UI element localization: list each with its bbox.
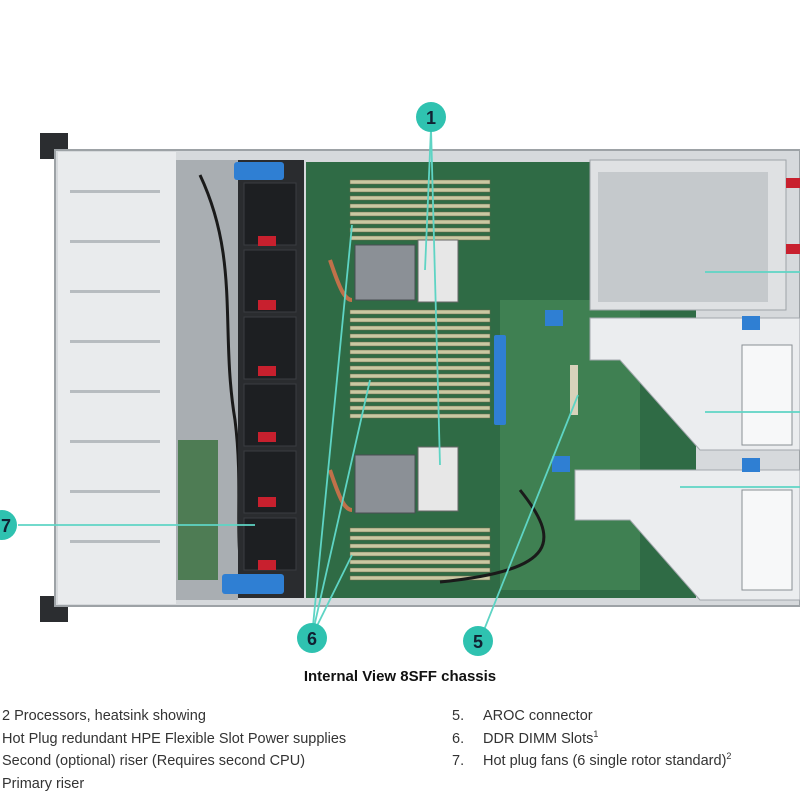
psu-latch-1 xyxy=(786,178,800,188)
legend-item-text: Second (optional) riser (Requires second… xyxy=(2,753,306,769)
callout-1: 1 xyxy=(416,102,446,132)
leader-line-1a xyxy=(424,127,432,271)
legend-item: 5. AROC connector xyxy=(452,705,731,728)
legend-item-text: Primary riser xyxy=(2,775,85,792)
legend-item: Primary riser xyxy=(2,773,346,796)
fan-latch xyxy=(258,432,276,442)
legend-item-number: 7. xyxy=(452,753,465,769)
figure-caption: Internal View 8SFF chassis xyxy=(303,668,497,685)
fan-latch xyxy=(258,560,276,570)
legend-item: Hot Plug redundant HPE Flexible Slot Pow… xyxy=(2,728,346,751)
dimm-slots-lower xyxy=(349,527,491,581)
legend-item-footnote: 2 xyxy=(726,751,732,762)
processor-heatsink-1 xyxy=(328,239,459,303)
fan-cage-handle-top xyxy=(234,162,284,180)
secondary-riser-handle xyxy=(545,310,563,326)
callout-6-label: 6 xyxy=(307,629,317,649)
server-internal-view-diagram: 1 5 6 7 xyxy=(0,102,800,656)
callout-5: 5 xyxy=(463,626,493,656)
fan-latch xyxy=(258,497,276,507)
legend-item-text: DDR DIMM Slots xyxy=(483,730,594,747)
drive-cage xyxy=(58,152,176,604)
legend-item-text: 2 Processors, heatsink showing xyxy=(2,708,206,724)
legend-right: 5. AROC connector 6. DDR DIMM Slots1 7. Hot… xyxy=(452,705,731,773)
legend-item: 7. Hot plug fans (6 single rotor standard… xyxy=(452,750,731,773)
dimm-slots-middle xyxy=(349,309,491,419)
fan-latch xyxy=(258,300,276,310)
power-supply-cage xyxy=(598,172,768,302)
aroc-connector xyxy=(570,365,578,415)
secondary-riser-handle-right xyxy=(742,316,760,330)
backplane-board xyxy=(178,440,218,580)
callout-5-label: 5 xyxy=(473,632,483,652)
legend-item-number: 6. xyxy=(452,730,465,747)
legend-left: 2 Processors, heatsink showing Hot Plug … xyxy=(2,705,346,795)
callout-1-label: 1 xyxy=(426,108,436,128)
legend-item: 2 Processors, heatsink showing xyxy=(2,705,346,728)
leader-line-5 xyxy=(479,394,579,641)
leader-line-6a xyxy=(311,224,353,637)
fan-module xyxy=(243,182,297,246)
fan-latch xyxy=(258,366,276,376)
legend-item-footnote: 1 xyxy=(593,728,599,739)
primary-riser-handle xyxy=(552,456,570,472)
legend-item-text: Hot plug fans (6 single rotor standard) xyxy=(483,753,727,769)
callout-6: 6 xyxy=(297,623,327,653)
legend-item: Second (optional) riser (Requires second… xyxy=(2,750,346,773)
primary-riser-slot-cover xyxy=(741,489,793,591)
fan-latch xyxy=(258,236,276,246)
drive-cage-perforation xyxy=(70,190,160,543)
leader-line-1b xyxy=(430,127,441,466)
fan-cage-handle-bottom xyxy=(222,574,284,594)
secondary-riser-slot-cover xyxy=(741,344,793,446)
dimm-slots-upper xyxy=(349,179,491,241)
leader-line-6b xyxy=(311,379,371,637)
psu-latch-2 xyxy=(786,244,800,254)
fan-modules xyxy=(243,182,297,571)
dimm-ejector-blue xyxy=(494,335,506,425)
primary-riser-handle-right xyxy=(742,458,760,472)
legend-item-text: AROC connector xyxy=(483,708,593,724)
callout-7-label: 7 xyxy=(1,516,11,536)
legend-item: 6. DDR DIMM Slots1 xyxy=(452,728,731,751)
callout-7: 7 xyxy=(0,510,17,540)
legend-item-number: 5. xyxy=(452,708,465,724)
legend-item-text: Hot Plug redundant HPE Flexible Slot Pow… xyxy=(2,730,347,747)
leader-line-6c xyxy=(311,554,353,637)
